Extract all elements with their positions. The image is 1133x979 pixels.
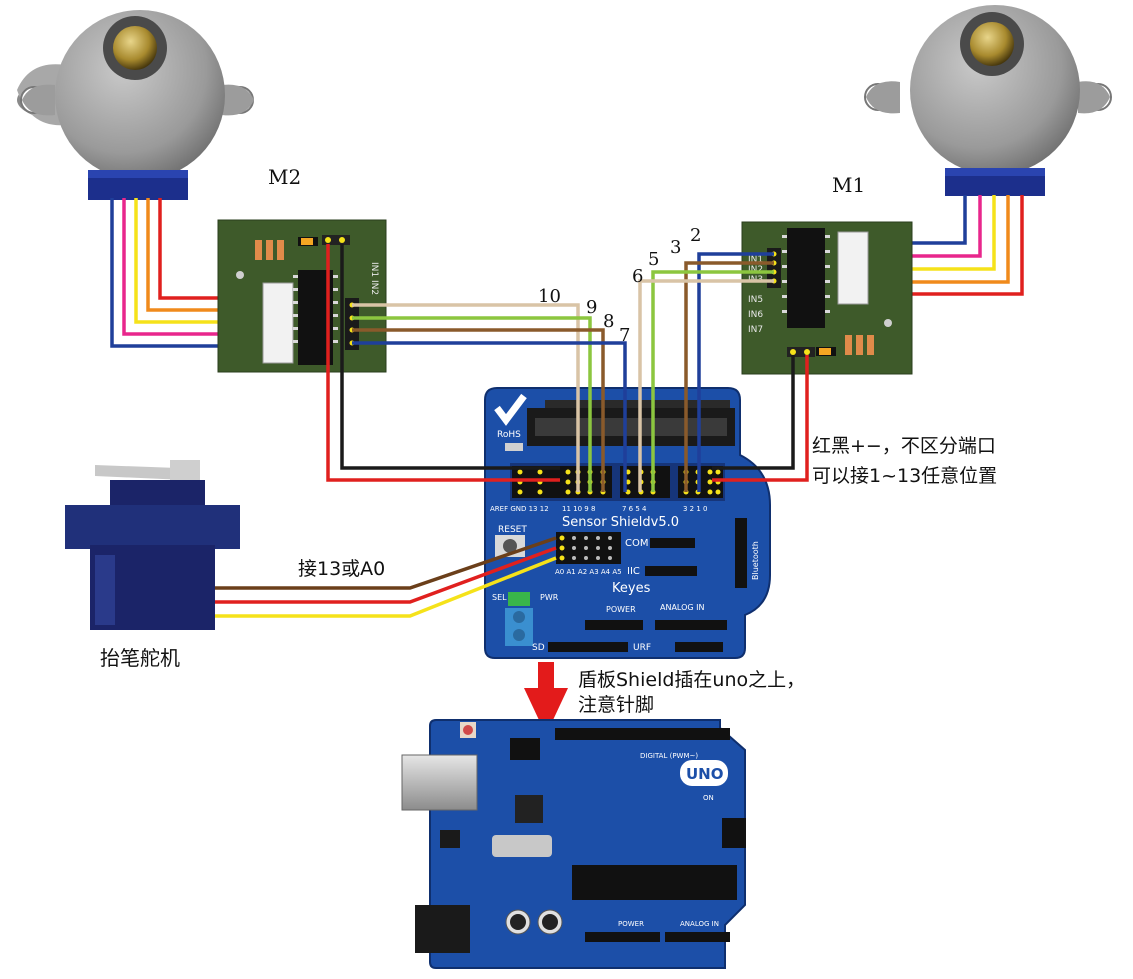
servo-icon: [65, 460, 240, 630]
m2-label: M2: [268, 165, 301, 189]
pin-9-label: 9: [586, 297, 597, 318]
uno-logo: UNO: [686, 765, 724, 783]
servo-wires: [215, 536, 557, 618]
shield-urf-label: URF: [633, 643, 651, 653]
svg-text:IN6: IN6: [748, 310, 763, 320]
svg-text:IN2: IN2: [748, 265, 763, 275]
pin-3-label: 3: [670, 237, 681, 258]
shield-rohs-label: RoHS: [497, 430, 521, 440]
pin-10-label: 10: [538, 286, 561, 307]
uno-digital-label: DIGITAL (PWM~): [640, 752, 698, 760]
shield-brand: Keyes: [612, 581, 651, 596]
shield-d-left-label: 11 10 9 8: [562, 505, 595, 513]
mount-note-line1: 盾板Shield插在uno之上，: [578, 669, 805, 691]
m2-signal-wires: [352, 303, 627, 492]
power-note-line1: 红黑+−，不区分端口: [812, 435, 996, 457]
pin-5-label: 5: [648, 249, 659, 270]
servo-name-label: 抬笔舵机: [100, 646, 180, 670]
down-arrow-icon: [524, 662, 568, 735]
stepper-motor-m1: [864, 5, 1112, 196]
sensor-shield: RoHS AREF GND 13 12 11 10 9 8 7 6: [484, 387, 771, 659]
pin-7-label: 7: [619, 325, 630, 346]
shield-d-mid-label: 7 6 5 4: [622, 505, 647, 513]
shield-d-right-label: 3 2 1 0: [683, 505, 708, 513]
svg-text:IN5: IN5: [748, 295, 763, 305]
shield-com-label: COM: [625, 538, 648, 549]
pin-8-label: 8: [603, 311, 614, 332]
svg-text:IN7: IN7: [748, 325, 763, 335]
shield-aref-label: AREF GND 13 12: [490, 505, 549, 513]
uno-power-label: POWER: [618, 920, 644, 928]
shield-pwr-label: PWR: [540, 593, 559, 602]
shield-power-label: POWER: [606, 605, 636, 614]
uno-analog-label: ANALOG IN: [680, 920, 719, 928]
servo-pin-note: 接13或A0: [298, 558, 385, 580]
m1-label: M1: [832, 173, 865, 197]
pin-2-label: 2: [690, 225, 701, 246]
driver-board-m2: IN1 IN2: [217, 219, 387, 373]
shield-bluetooth-label: Bluetooth: [751, 541, 760, 580]
shield-analog-label: ANALOG IN: [660, 603, 705, 612]
shield-sd-label: SD: [532, 643, 545, 653]
pin-6-label: 6: [632, 266, 643, 287]
arduino-uno-icon: UNO DIGITAL (PWM~) ON POWER ANALOG IN: [401, 719, 746, 969]
driver-board-m1: IN1 IN2 IN3 IN5 IN6 IN7: [741, 221, 913, 375]
shield-iic-label: IIC: [627, 566, 640, 577]
mount-note-line2: 注意针脚: [578, 694, 654, 716]
m1-signal-wires: [638, 252, 774, 492]
stepper-motor-m2: [17, 10, 254, 200]
shield-name: Sensor Shieldv5.0: [562, 515, 679, 530]
shield-sel-label: SEL: [492, 593, 507, 602]
uno-on-label: ON: [703, 794, 714, 802]
power-note-line2: 可以接1~13任意位置: [812, 465, 997, 487]
power-wires: [326, 244, 809, 482]
svg-text:IN1 IN2: IN1 IN2: [369, 262, 379, 295]
shield-reset-label: RESET: [498, 525, 527, 535]
svg-text:IN1: IN1: [748, 255, 763, 265]
shield-analog-pins-label: A0 A1 A2 A3 A4 A5: [555, 568, 622, 576]
